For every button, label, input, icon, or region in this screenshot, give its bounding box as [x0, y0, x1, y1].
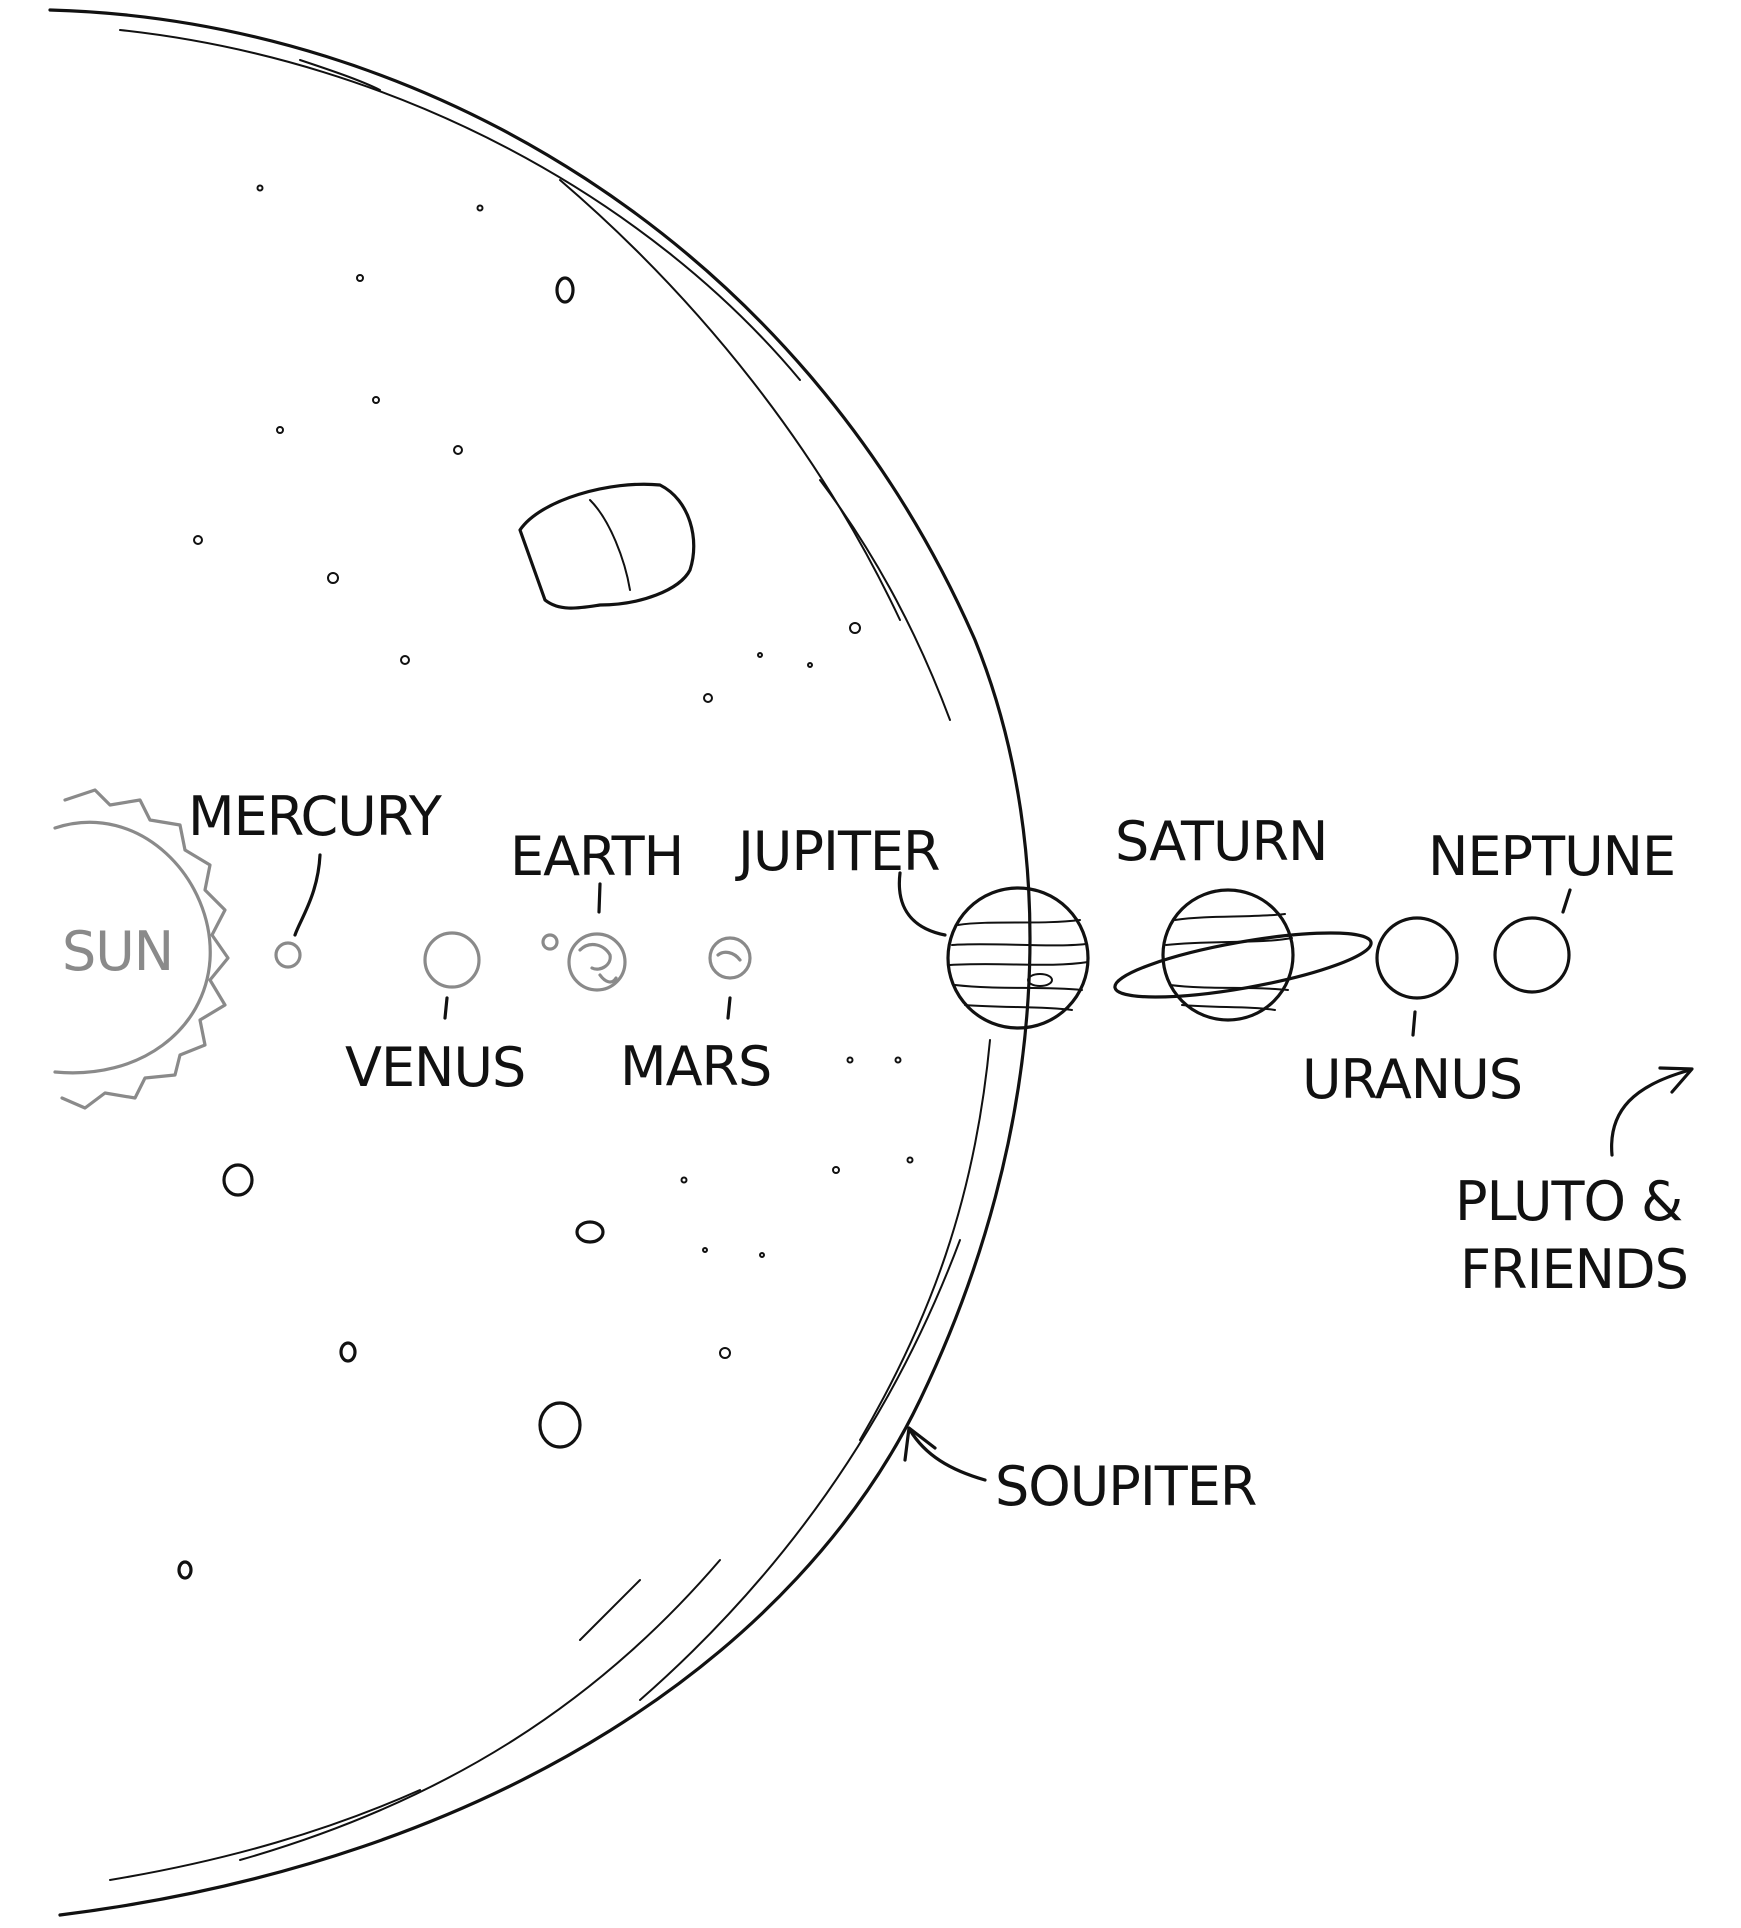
uranus — [1375, 916, 1459, 1000]
soupiter-body — [48, 8, 1032, 1917]
mars — [708, 936, 752, 980]
mars-label: MARS — [620, 1035, 771, 1098]
pluto-arrow — [1610, 1066, 1694, 1157]
neptune-label: NEPTUNE — [1428, 825, 1675, 888]
jupiter — [946, 886, 1090, 1030]
sun — [53, 788, 230, 1110]
neptune — [1493, 916, 1571, 994]
venus-leader — [443, 996, 449, 1020]
saturn — [1113, 888, 1373, 1022]
jupiter-leader — [897, 871, 947, 937]
soupiter-label: SOUPITER — [995, 1455, 1256, 1518]
soupiter-arrow — [903, 1426, 987, 1482]
pluto-label-line2: FRIENDS — [1460, 1238, 1688, 1301]
earth-label: EARTH — [510, 825, 683, 888]
venus-label: VENUS — [345, 1036, 525, 1099]
mars-leader — [726, 996, 732, 1020]
jupiter-label: JUPITER — [735, 820, 940, 883]
moon — [541, 933, 559, 951]
mercury — [274, 941, 302, 969]
pluto-label-line1: PLUTO & — [1455, 1170, 1682, 1233]
uranus-label: URANUS — [1302, 1048, 1522, 1111]
mercury-label: MERCURY — [188, 785, 443, 848]
neptune-leader — [1561, 888, 1572, 914]
sun-label: SUN — [62, 920, 173, 983]
mercury-leader — [293, 853, 322, 937]
earth-leader — [597, 882, 602, 914]
earth — [567, 932, 627, 992]
venus — [423, 931, 481, 989]
uranus-leader — [1411, 1010, 1417, 1037]
saturn-label: SATURN — [1115, 810, 1327, 873]
